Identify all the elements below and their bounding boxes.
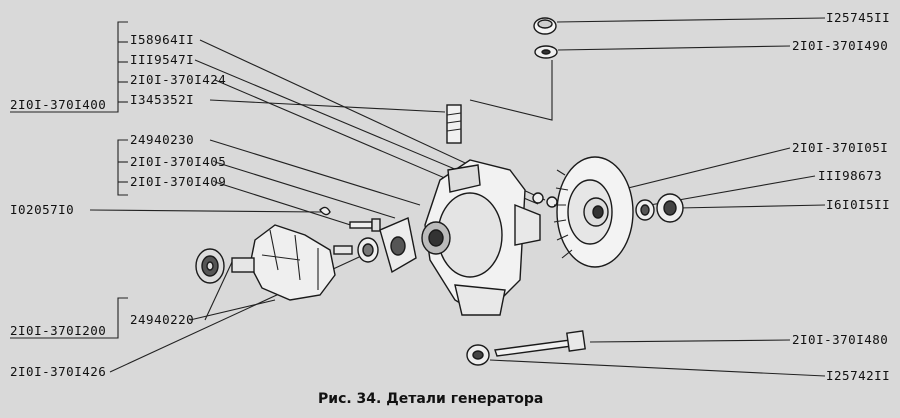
label-fan: 2I0I-370I05I xyxy=(792,140,888,155)
pin-shape xyxy=(446,104,462,144)
label-pin: I345352I xyxy=(130,92,194,107)
label-bolt: 2I0I-370I480 xyxy=(792,332,888,347)
long-bolt-shape xyxy=(494,330,586,357)
shaft-nut-shape xyxy=(656,193,684,223)
label-spacer: III98673 xyxy=(818,168,882,183)
label-washer-top: 2I0I-370I490 xyxy=(792,38,888,53)
front-cover-shape xyxy=(421,159,541,316)
bottom-nut-shape xyxy=(466,344,490,366)
rotor-shape xyxy=(231,224,353,301)
top-washer-shape xyxy=(534,45,558,59)
labels: I25745II 2I0I-370I490 I58964II III9547I … xyxy=(10,10,890,383)
label-screw: I58964II xyxy=(130,32,194,47)
label-nut-top: I25745II xyxy=(826,10,890,25)
label-key: I02057I0 xyxy=(10,202,74,217)
label-nut-bolt: I25742II xyxy=(826,368,890,383)
spacer-shape xyxy=(635,199,655,221)
sleeve-shape xyxy=(357,237,379,263)
label-cover: 2I0I-370I405 xyxy=(130,154,226,169)
label-spring-washer: III9547I xyxy=(130,52,194,67)
label-assembly-top: 2I0I-370I400 xyxy=(10,97,106,112)
figure-caption: Рис. 34. Детали генератора xyxy=(318,391,543,407)
label-bearing-small: 24940220 xyxy=(130,312,194,327)
label-washer: 2I0I-370I424 xyxy=(130,72,226,87)
label-bearing-main: 24940230 xyxy=(130,132,194,147)
leader-lines xyxy=(10,17,826,377)
screw-shape xyxy=(349,218,381,232)
label-nut-shaft: I6I0I5II xyxy=(826,197,890,212)
label-rotor: 2I0I-370I200 xyxy=(10,323,106,338)
fan-shape xyxy=(553,156,634,268)
label-plate: 2I0I-370I409 xyxy=(130,174,226,189)
parts xyxy=(195,17,684,366)
small-bearing-shape xyxy=(195,248,225,284)
label-sleeve: 2I0I-370I426 xyxy=(10,364,106,379)
top-nut-shape xyxy=(533,17,557,35)
